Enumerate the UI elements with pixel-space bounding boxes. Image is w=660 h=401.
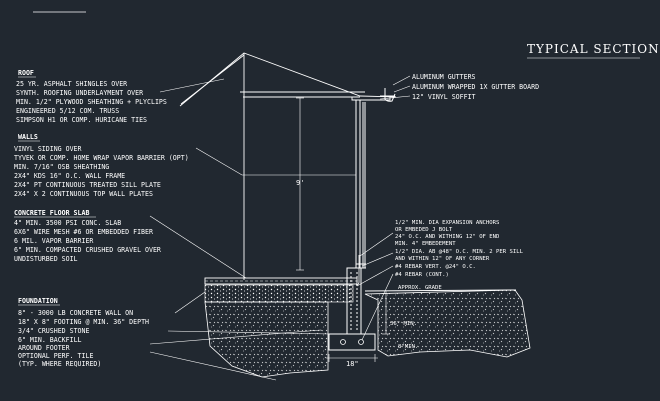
svg-text:ALUMINUM WRAPPED 1X GUTTER BOA: ALUMINUM WRAPPED 1X GUTTER BOARD: [412, 83, 539, 91]
svg-text:1/2" DIA. AB @48" O.C. MIN. 2: 1/2" DIA. AB @48" O.C. MIN. 2 PER SILL: [395, 249, 524, 255]
roof-truss: [179, 52, 397, 280]
drawing-title: TYPICAL SECTION: [527, 42, 660, 56]
footing-dimension: [326, 354, 378, 362]
svg-text:1/2" MIN. DIA EXPANSION ANCHOR: 1/2" MIN. DIA EXPANSION ANCHORS: [395, 220, 499, 226]
rebar-leaders: [356, 265, 394, 341]
svg-text:6X6" WIRE MESH #6 OR EMBEDDED: 6X6" WIRE MESH #6 OR EMBEDDED FIBER: [14, 228, 153, 236]
svg-text:12" VINYL SOFFIT: 12" VINYL SOFFIT: [412, 93, 476, 101]
svg-text:TYVEK OR COMP. HOME WRAP VAPOR: TYVEK OR COMP. HOME WRAP VAPOR BARRIER (…: [14, 154, 189, 162]
svg-text:SIMPSON H1 OR COMP. HURICANE T: SIMPSON H1 OR COMP. HURICANE TIES: [16, 116, 147, 124]
rebar-labels: #4 REBAR VERT. @24" O.C. #4 REBAR (CONT.…: [395, 264, 476, 278]
footing: [328, 333, 376, 351]
svg-text:MIN. 7/16" OSB SHEATHING: MIN. 7/16" OSB SHEATHING: [14, 163, 109, 171]
svg-text:VINYL SIDING OVER: VINYL SIDING OVER: [14, 145, 82, 153]
gutter: [380, 88, 396, 102]
floor-slab: [204, 277, 358, 303]
svg-text:SYNTH. ROOFING UNDERLAYMENT OV: SYNTH. ROOFING UNDERLAYMENT OVER: [16, 89, 143, 97]
svg-text:8" - 3000 LB CONCRETE WALL ON: 8" - 3000 LB CONCRETE WALL ON: [18, 309, 133, 317]
foundation-notes: 8" - 3000 LB CONCRETE WALL ON 18" X 8" F…: [18, 309, 149, 368]
gutter-leaders: [379, 75, 411, 100]
slab-leader: [149, 215, 247, 279]
depth-dimension: [382, 291, 390, 335]
grade-line: [364, 289, 517, 292]
footing-width-label: 18": [346, 360, 359, 368]
svg-text:ALUMINUM GUTTERS: ALUMINUM GUTTERS: [412, 73, 476, 81]
walls-heading: WALLS: [18, 133, 38, 141]
slab-heading: CONCRETE FLOOR SLAB: [14, 209, 89, 217]
svg-text:AND WITHIN 12" OF ANY CORNER: AND WITHIN 12" OF ANY CORNER: [395, 256, 490, 262]
roof-leader: [159, 78, 225, 93]
depth-label: 36" MIN.: [390, 321, 417, 327]
svg-text:2X4" PT CONTINUOUS TREATED SIL: 2X4" PT CONTINUOUS TREATED SILL PLATE: [14, 181, 161, 189]
side-clearance-label: 8"MIN.: [398, 344, 418, 350]
foundation-leaders: [149, 291, 331, 381]
roof-notes: 25 YR. ASPHALT SHINGLES OVER SYNTH. ROOF…: [16, 80, 167, 124]
anchor-bolt: [355, 255, 360, 286]
svg-text:24" O.C. AND WITHING 12" OF EN: 24" O.C. AND WITHING 12" OF END: [395, 234, 500, 240]
foundation-wall: [346, 267, 362, 335]
svg-text:(TYP. WHERE REQUIRED): (TYP. WHERE REQUIRED): [18, 360, 101, 368]
gutter-labels: ALUMINUM GUTTERS ALUMINUM WRAPPED 1X GUT…: [412, 73, 539, 101]
svg-text:OPTIONAL PERF. TILE: OPTIONAL PERF. TILE: [18, 352, 93, 360]
soil-right: [364, 289, 531, 358]
slab-notes: 4" MIN. 3500 PSI CONC. SLAB 6X6" WIRE ME…: [14, 219, 161, 263]
walls-notes: VINYL SIDING OVER TYVEK OR COMP. HOME WR…: [14, 145, 189, 198]
svg-text:6" MIN. COMPACTED CRUSHED GRAV: 6" MIN. COMPACTED CRUSHED GRAVEL OVER: [14, 246, 161, 254]
svg-text:MIN. 4" EMBEDEMENT: MIN. 4" EMBEDEMENT: [395, 241, 456, 247]
svg-text:AROUND FOOTER: AROUND FOOTER: [18, 344, 70, 352]
svg-text:3/4" CRUSHED STONE: 3/4" CRUSHED STONE: [18, 327, 89, 335]
svg-text:MIN. 1/2" PLYWOOD SHEATHING +: MIN. 1/2" PLYWOOD SHEATHING + PLYCLIPS: [16, 98, 167, 106]
anchor-leaders: [359, 232, 394, 267]
anchor-labels: 1/2" MIN. DIA EXPANSION ANCHORS OR EMBED…: [395, 220, 524, 262]
svg-text:UNDISTURBED SOIL: UNDISTURBED SOIL: [14, 255, 78, 263]
wall-height-label: 9': [296, 179, 304, 187]
foundation-heading: FOUNDATION: [18, 297, 58, 305]
svg-text:2X4" X 2 CONTINUOUS TOP WALL P: 2X4" X 2 CONTINUOUS TOP WALL PLATES: [14, 190, 153, 198]
svg-text:2X4" KDS 16" O.C. WALL FRAME: 2X4" KDS 16" O.C. WALL FRAME: [14, 172, 125, 180]
wall-height-dimension: [296, 97, 304, 271]
soil-left: [204, 301, 329, 378]
svg-text:#4 REBAR VERT. @24" O.C.: #4 REBAR VERT. @24" O.C.: [395, 264, 476, 270]
svg-text:4" MIN. 3500 PSI CONC. SLAB: 4" MIN. 3500 PSI CONC. SLAB: [14, 219, 121, 227]
svg-text:25 YR. ASPHALT SHINGLES OVER: 25 YR. ASPHALT SHINGLES OVER: [16, 80, 127, 88]
svg-text:OR EMBEDED J BOLT: OR EMBEDED J BOLT: [395, 227, 453, 233]
roof-heading: ROOF: [18, 69, 34, 77]
wall: [355, 100, 366, 269]
walls-leader: [195, 147, 356, 176]
svg-text:6 MIL. VAPOR BARRIER: 6 MIL. VAPOR BARRIER: [14, 237, 93, 245]
grade-label: APPROX. GRADE: [398, 285, 442, 291]
svg-text:6" MIN. BACKFILL: 6" MIN. BACKFILL: [18, 336, 82, 344]
svg-text:ENGINEERED 5/12 COM. TRUSS: ENGINEERED 5/12 COM. TRUSS: [16, 107, 119, 115]
svg-text:#4 REBAR (CONT.): #4 REBAR (CONT.): [395, 272, 449, 278]
svg-text:18" X 8" FOOTING @ MIN. 36" DE: 18" X 8" FOOTING @ MIN. 36" DEPTH: [18, 318, 149, 326]
